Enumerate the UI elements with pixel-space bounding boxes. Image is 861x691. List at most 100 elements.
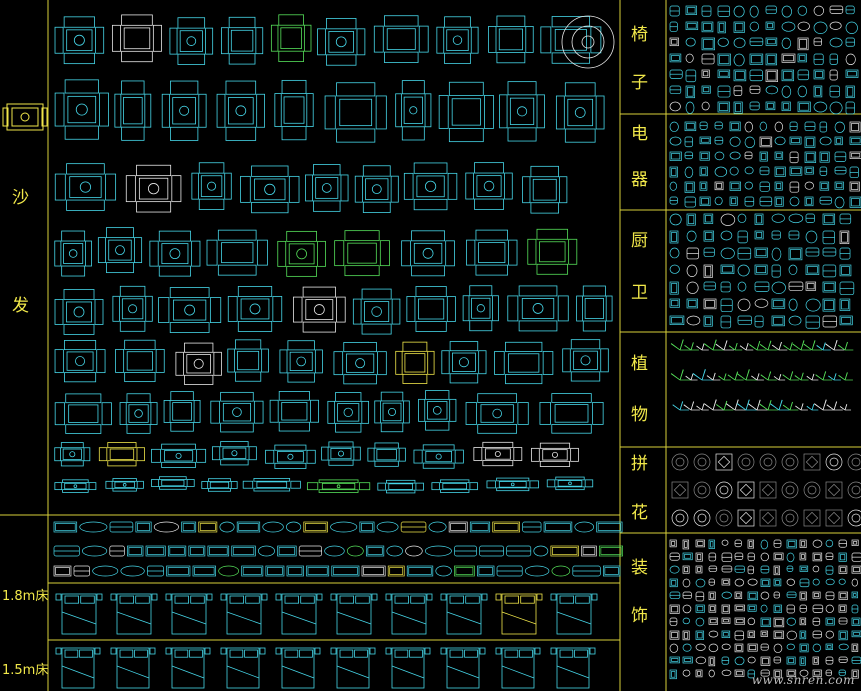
sofa-set-icon [279, 340, 323, 383]
bed-icon [440, 647, 486, 689]
plant-icon [751, 373, 764, 381]
plant-label-1: 植 [631, 354, 648, 374]
tile-pattern-icon [671, 453, 689, 471]
sofa-set-icon [145, 545, 166, 557]
decoration-icon [825, 552, 834, 561]
chair-icon [685, 85, 696, 99]
appliance-symbol-library[interactable] [669, 121, 861, 209]
appliance-icon [759, 181, 770, 192]
chair-icon [669, 5, 680, 17]
decoration-icon [682, 565, 690, 574]
sanitary-icon [737, 315, 753, 325]
plant-icon [670, 339, 691, 351]
decoration-icon [708, 669, 715, 678]
sofa-set-icon [54, 442, 91, 467]
decoration-icon [851, 604, 859, 614]
bed-1-5m-label: 1.5m床 [2, 663, 49, 678]
decoration-icon [695, 578, 706, 588]
chair-icon [669, 69, 683, 79]
sofa-set-icon [54, 79, 109, 140]
chair-icon [781, 53, 796, 63]
sanitary-icon [737, 247, 752, 260]
plant-icon [806, 373, 819, 381]
plant-icon [703, 399, 724, 411]
decoration-icon [773, 552, 784, 561]
tile-pattern-icon [693, 509, 711, 527]
sofa-symbol-library[interactable] [53, 14, 624, 577]
bed-1-8m-symbol-library[interactable] [55, 593, 598, 635]
appliance-icon [804, 136, 816, 148]
decoration-icon [812, 669, 822, 677]
sanitary-icon [839, 247, 851, 260]
plant-icon [792, 340, 812, 351]
sofa-set-icon [73, 565, 90, 577]
decoration-icon [721, 656, 730, 665]
sanitary-icon [737, 213, 747, 223]
chair-symbol-library[interactable] [669, 5, 859, 115]
sofa-set-icon [602, 565, 621, 577]
chair-icon [813, 69, 825, 80]
chair-icon [765, 69, 778, 82]
bed-1-5m-symbol-library[interactable] [55, 647, 596, 689]
appliance-icon [819, 151, 830, 163]
decoration-icon [682, 643, 692, 652]
sanitary-icon [788, 247, 803, 261]
appliance-label-2: 器 [631, 170, 648, 190]
appliance-icon [834, 166, 847, 175]
sofa-set-icon [533, 545, 549, 557]
chair-icon [765, 53, 778, 66]
sofa-set-icon [465, 393, 529, 434]
sanitary-icon [703, 298, 717, 310]
tile-pattern-symbol-library[interactable] [671, 453, 861, 527]
chair-label-1: 椅 [631, 25, 648, 45]
sofa-set-icon [262, 521, 284, 533]
tile-pattern-icon [825, 481, 843, 499]
sanitary-icon [839, 230, 850, 245]
sanitary-icon [839, 281, 855, 296]
bed-icon [495, 647, 541, 689]
bed-icon [330, 647, 376, 689]
decoration-icon [773, 656, 782, 664]
chair-icon [685, 37, 696, 47]
plant-icon [760, 371, 777, 381]
sofa-set-icon [206, 229, 268, 276]
sanitary-icon [720, 298, 733, 313]
chair-icon [749, 85, 761, 94]
tile-label-2: 花 [631, 503, 648, 523]
decoration-icon [669, 591, 681, 599]
decoration-icon [721, 578, 731, 586]
plant-icon [696, 343, 709, 351]
sofa-set-icon [373, 15, 429, 63]
sofa-set-icon [374, 391, 410, 433]
sofa-set-icon [258, 545, 275, 557]
decoration-icon [838, 630, 848, 641]
sofa-set-icon [216, 80, 265, 141]
sanitary-icon [720, 315, 732, 329]
decoration-icon [812, 539, 823, 548]
sofa-set-icon [109, 521, 134, 533]
sanitary-icon [669, 315, 685, 325]
decoration-symbol-library[interactable] [669, 539, 861, 680]
sanitary-icon [754, 281, 770, 292]
chair-icon [813, 85, 823, 98]
plant-symbol-library[interactable] [670, 339, 854, 411]
appliance-icon [729, 166, 739, 176]
appliance-icon [714, 151, 725, 161]
sofa-set-icon [377, 479, 424, 494]
decoration-icon [760, 591, 770, 600]
decoration-icon [773, 617, 785, 628]
chair-icon [669, 101, 681, 112]
chair-icon [813, 5, 825, 16]
appliance-icon [804, 196, 814, 207]
sanitary-icon [669, 264, 680, 274]
sofa-set-icon [469, 521, 491, 533]
sofa-set-icon [2, 103, 48, 131]
chair-icon [781, 5, 792, 18]
plant-icon [838, 372, 853, 381]
kitchen-bath-symbol-library[interactable] [669, 213, 855, 329]
chair-icon [733, 21, 745, 33]
sofa-set-icon [109, 545, 125, 557]
sofa-set-icon [395, 341, 435, 384]
sofa-set-icon [274, 79, 314, 141]
